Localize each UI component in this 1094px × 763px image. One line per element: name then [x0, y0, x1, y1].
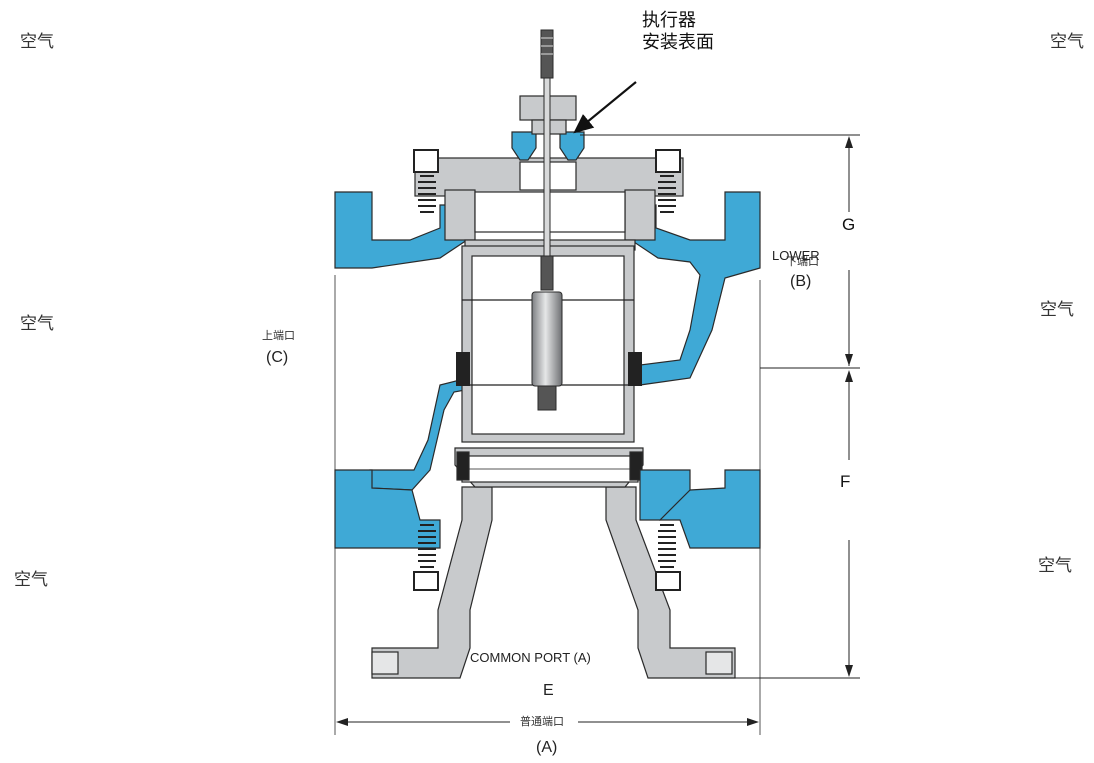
valve-stem — [531, 29, 563, 411]
upper-port-code: (C) — [266, 349, 289, 366]
air-label-left-top: 空气 — [20, 32, 54, 52]
air-label-left-bottom: 空气 — [14, 570, 48, 590]
side-seals — [456, 352, 642, 386]
lower-port-english: LOWER — [772, 248, 820, 263]
lower-port-code: (B) — [790, 273, 812, 290]
common-port-english: COMMON PORT (A) — [470, 650, 591, 665]
mount-surface-arrow — [573, 81, 637, 134]
base-flange — [371, 486, 736, 679]
common-port-code: (A) — [536, 739, 558, 756]
dimension-lines — [338, 134, 860, 723]
dimension-e-label: E — [543, 682, 554, 699]
lower-port-label: 下端口 — [786, 255, 819, 268]
common-port-label: 普通端口 — [520, 715, 564, 728]
actuator-title: 执行器 安装表面 — [642, 10, 714, 54]
actuator-title-line1: 执行器 — [642, 10, 696, 31]
upper-port-label: 上端口 — [262, 329, 295, 342]
actuator-title-line2: 安装表面 — [642, 32, 714, 53]
dimension-g-label: G — [842, 215, 856, 234]
dimension-f-label: F — [840, 472, 851, 491]
air-label-left-middle: 空气 — [20, 314, 54, 334]
air-label-right-bottom: 空气 — [1038, 556, 1072, 576]
seat-insert — [454, 447, 644, 488]
dimension-arrowheads — [336, 136, 853, 726]
springs — [413, 149, 681, 591]
air-label-right-top: 空气 — [1050, 32, 1084, 52]
air-label-right-middle: 空气 — [1040, 300, 1074, 320]
